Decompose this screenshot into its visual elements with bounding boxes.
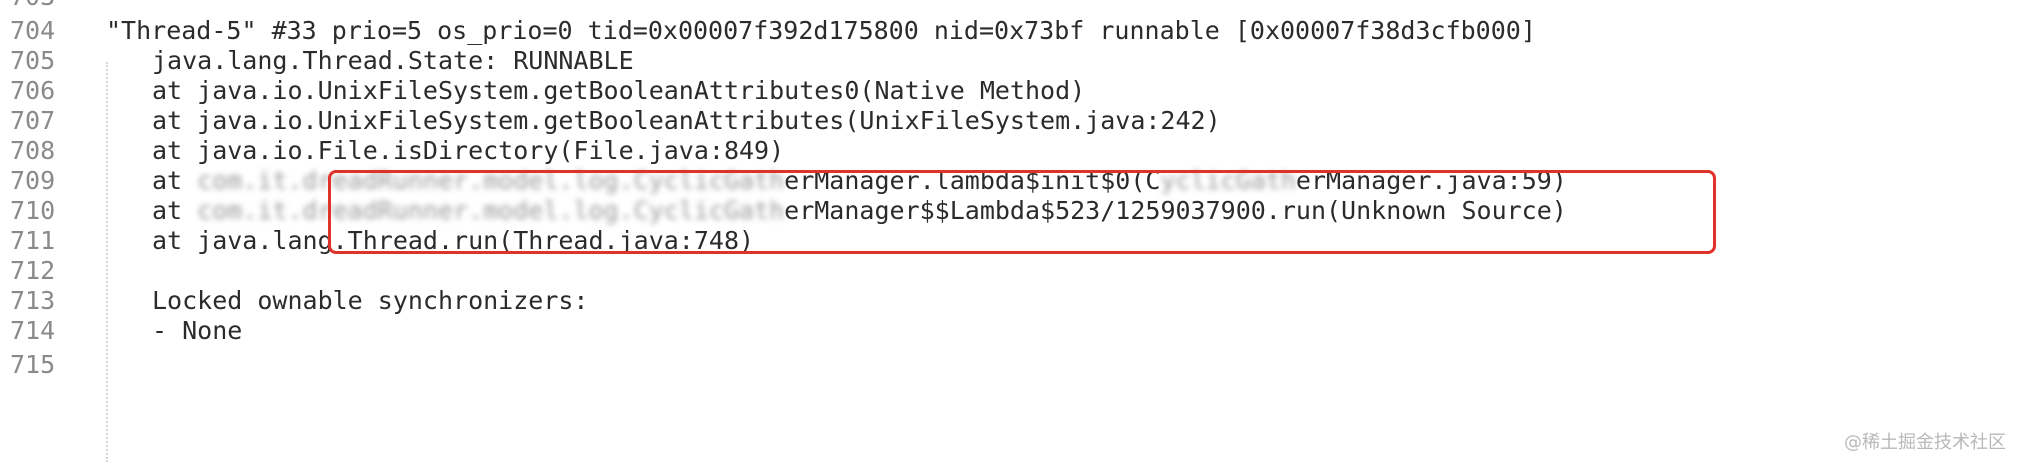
line-number: 714	[10, 316, 56, 345]
line-number: 715	[10, 350, 56, 379]
stack-frame-prefix: at	[152, 196, 198, 225]
highlight-annotation-box	[328, 170, 1716, 254]
stack-frame-line: at java.io.UnixFileSystem.getBooleanAttr…	[152, 76, 1086, 105]
locked-synchronizers-line: Locked ownable synchronizers:	[152, 286, 589, 315]
line-number-gutter: 703 704 705 706 707 708 709 710 711 712 …	[0, 0, 92, 462]
line-number: 710	[10, 196, 56, 225]
line-number: 709	[10, 166, 56, 195]
stack-frame-line: at java.io.File.isDirectory(File.java:84…	[152, 136, 785, 165]
synchronizers-value-line: - None	[152, 316, 243, 345]
watermark: @稀土掘金技术社区	[1844, 432, 2006, 453]
line-number: 708	[10, 136, 56, 165]
stack-frame-method: erManager$$Lambda$523/1259037900.run(Unk…	[784, 196, 1567, 225]
stack-frame-prefix: at	[152, 166, 198, 195]
redacted-package: com.it.dreadRunner.model.log.CyclicGath	[197, 196, 785, 225]
line-number: 705	[10, 46, 56, 75]
line-number: 712	[10, 256, 56, 285]
line-number: 711	[10, 226, 56, 255]
indent-guide	[106, 62, 108, 462]
stack-frame-line: at com.it.dreadRunner.model.log.CyclicGa…	[152, 192, 1567, 230]
thread-header-line: "Thread-5" #33 prio=5 os_prio=0 tid=0x00…	[106, 16, 1536, 45]
thread-state-line: java.lang.Thread.State: RUNNABLE	[152, 46, 634, 75]
stack-frame-line: at java.io.UnixFileSystem.getBooleanAttr…	[152, 106, 1221, 135]
line-number: 703	[10, 0, 55, 16]
line-number: 706	[10, 76, 56, 105]
line-number: 704	[10, 16, 56, 45]
stack-frame-line: at java.lang.Thread.run(Thread.java:748)	[152, 226, 755, 255]
line-number: 707	[10, 106, 56, 135]
line-number: 713	[10, 286, 56, 315]
